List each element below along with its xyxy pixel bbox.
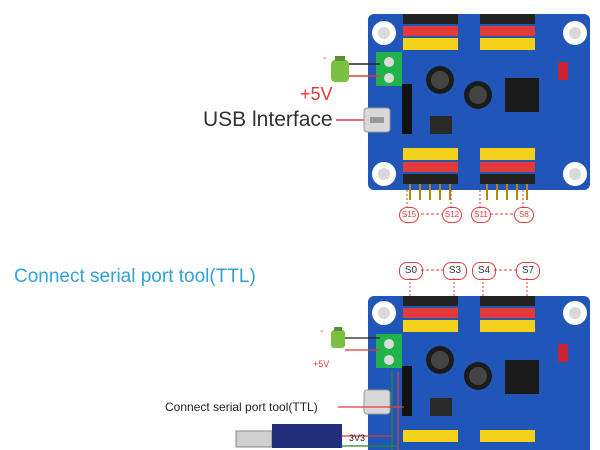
usb-ttl-adapter-board [272,424,342,448]
v33-label: 3V3 [349,433,366,443]
battery-icon [331,60,349,82]
capacitor [469,86,487,104]
side-pin-header [402,84,412,134]
servo-header-bottom-right [480,148,535,184]
bottom-board-diagram [235,269,590,450]
mount-hole [569,168,581,180]
side-pin-header [402,366,412,416]
servo-header-top-left [403,14,458,50]
channel-badge: S4 [472,262,496,280]
mount-hole [378,27,390,39]
channel-badge: S3 [443,262,467,280]
pin-legs [409,184,528,200]
usb-ttl-adapter-plug [235,430,273,448]
battery-icon [331,330,345,348]
channel-badge: S7 [516,262,540,280]
mount-hole [569,27,581,39]
capacitor [431,71,449,89]
plus5v-label-bottom: +5V [313,359,330,369]
serial-tool-label: Connect serial port tool(TTL) [165,400,318,414]
servo-header-top-right [480,296,535,332]
servo-header-top-right [480,14,535,50]
channel-badge: S8 [514,207,534,223]
channel-badge: S15 [399,207,419,223]
servo-header-top-left [403,296,458,332]
mount-hole [378,168,390,180]
minus-label-top: - [323,53,327,64]
servo-header-bottom-left [403,148,458,184]
voltage-regulator [430,116,452,134]
section-title: Connect serial port tool(TTL) [14,266,256,287]
ic-chip [505,78,539,112]
usb-port [363,389,391,415]
voltage-regulator [430,398,452,416]
ic-chip [505,360,539,394]
channel-badge: S12 [442,207,462,223]
reset-button [558,62,568,80]
channel-badge: S0 [399,262,423,280]
minus-label-bottom: - [320,326,324,337]
top-board-diagram [331,14,590,215]
usb-interface-label: USB lnterface [203,108,333,131]
servo-header-bottom [403,430,535,442]
reset-button [558,344,568,362]
channel-badge: S11 [471,207,491,223]
plus5v-label-top: +5V [300,84,333,104]
